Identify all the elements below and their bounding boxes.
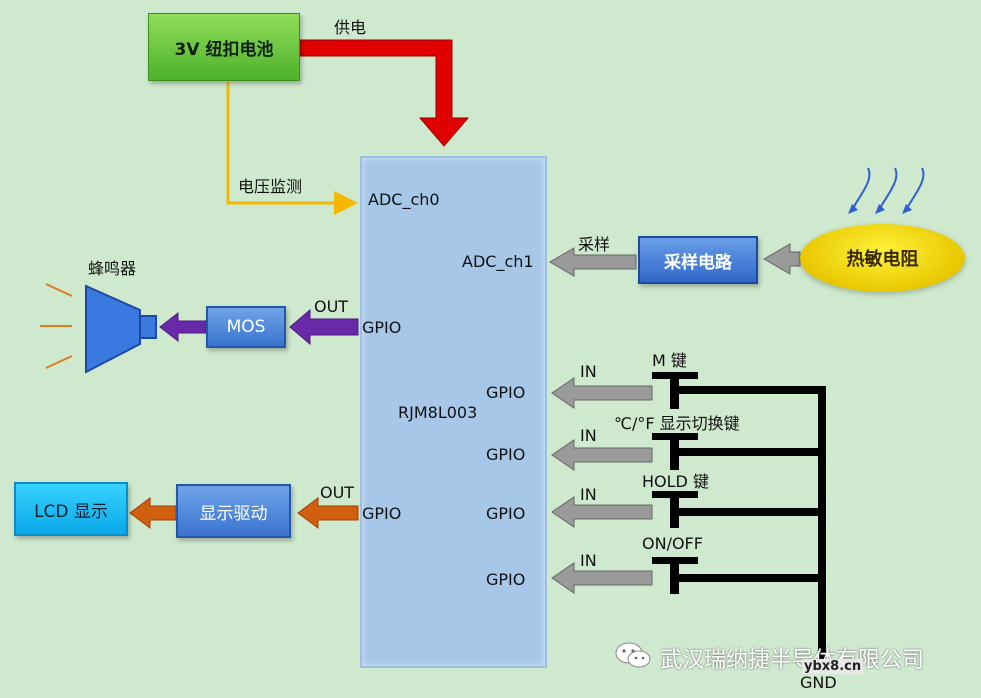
key-switches <box>652 372 698 594</box>
gnd-bus <box>679 386 826 660</box>
display-driver-block: 显示驱动 <box>176 484 291 538</box>
wechat-icon <box>615 642 651 668</box>
lcd-display-block: LCD 显示 <box>14 482 128 536</box>
mos-block: MOS <box>206 306 286 348</box>
buzzer-label: 蜂鸣器 <box>88 259 137 278</box>
battery-block: 3V 纽扣电池 <box>148 13 300 81</box>
in-label-key2: IN <box>580 426 597 445</box>
key-label-onoff: ON/OFF <box>642 534 703 553</box>
watermark-company: 武汉瑞纳捷半导体有限公司 <box>660 648 925 673</box>
gpio-label-key4: GPIO <box>486 570 526 589</box>
gnd-label: GND <box>800 673 837 692</box>
in-label-key4: IN <box>580 551 597 570</box>
power-label: 供电 <box>334 18 367 37</box>
thermistor-block: 热敏电阻 <box>800 224 965 292</box>
driver-to-lcd-arrow <box>129 497 177 529</box>
key-label-unit-switch: ℃/°F 显示切换键 <box>614 414 740 433</box>
sample-label: 采样 <box>578 235 611 254</box>
gpio-label-key3: GPIO <box>486 504 526 523</box>
watermark-site: ybx8.cn <box>802 659 864 674</box>
mcu-part-label: RJM8L003 <box>398 403 478 422</box>
key-input-arrows <box>551 377 653 594</box>
adc-ch1-label: ADC_ch1 <box>462 252 534 271</box>
voltage-monitor-label: 电压监测 <box>238 177 303 196</box>
gpio-label-mos: GPIO <box>362 318 402 337</box>
gpio-to-driver-arrow <box>297 497 359 529</box>
heat-arrowheads <box>848 204 912 214</box>
sampling-circuit-block: 采样电路 <box>638 236 758 284</box>
mos-to-buzzer-arrow <box>159 311 207 343</box>
sample-arrow-from-thermistor <box>762 243 801 275</box>
out-label-display: OUT <box>320 483 355 502</box>
in-label-key3: IN <box>580 485 597 504</box>
in-label-key1: IN <box>580 362 597 381</box>
adc-ch0-label: ADC_ch0 <box>368 190 440 209</box>
mcu-chip <box>360 156 547 668</box>
out-label-mos: OUT <box>314 297 349 316</box>
gpio-to-mos-arrow <box>289 308 359 346</box>
gpio-label-key1: GPIO <box>486 383 526 402</box>
sample-arrow-to-mcu <box>549 247 637 277</box>
gpio-label-key2: GPIO <box>486 445 526 464</box>
gpio-label-display: GPIO <box>362 504 402 523</box>
key-label-m: M 键 <box>652 351 687 370</box>
power-arrow <box>299 39 470 147</box>
voltage-monitor-line <box>226 82 358 215</box>
heat-arrows <box>851 167 925 211</box>
buzzer-icon <box>40 283 157 374</box>
key-label-hold: HOLD 键 <box>642 472 709 491</box>
